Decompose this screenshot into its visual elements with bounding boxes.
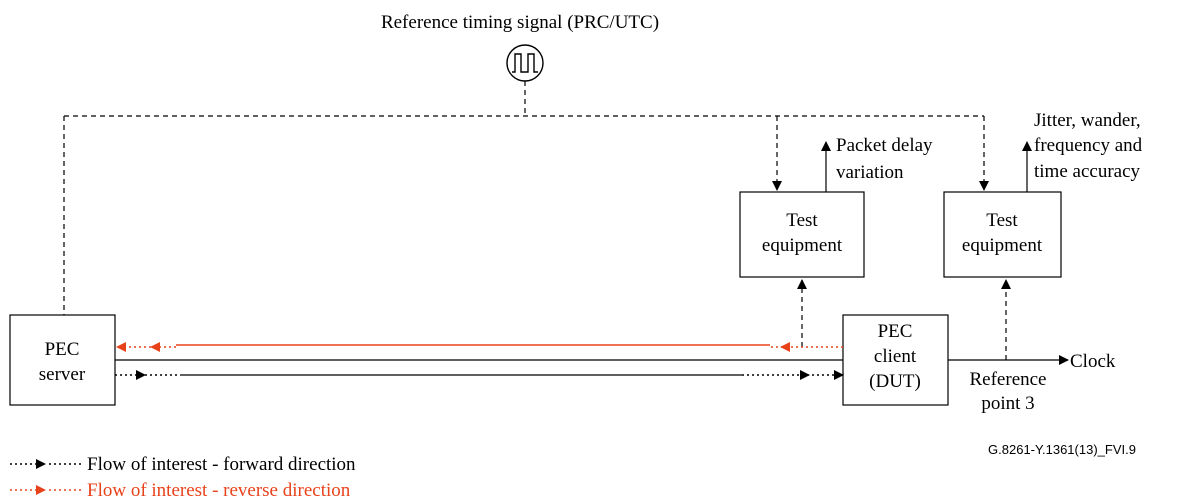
test-equipment-1-output-line2: variation bbox=[836, 162, 904, 183]
legend-forward-label: Flow of interest - forward direction bbox=[87, 454, 356, 475]
test-equipment-2-box: Test equipment bbox=[943, 191, 1062, 278]
test-equipment-1-output-line1: Packet delay bbox=[836, 135, 933, 156]
reference-point-line2: point 3 bbox=[981, 393, 1034, 414]
forward-flow-arrowhead-left bbox=[136, 370, 146, 380]
test-equipment-1-label-line2: equipment bbox=[762, 235, 843, 256]
test-equipment-2-label-line1: Test bbox=[986, 210, 1018, 231]
reverse-flow-arrowhead bbox=[780, 342, 790, 352]
test-equipment-2-label-line2: equipment bbox=[962, 235, 1043, 256]
test-equipment-2-output-line3: time accuracy bbox=[1034, 161, 1141, 182]
pec-client-label-line3: (DUT) bbox=[869, 371, 921, 392]
legend-reverse-label: Flow of interest - reverse direction bbox=[87, 480, 351, 501]
square-wave-icon bbox=[506, 44, 544, 82]
reference-signal-label: Reference timing signal (PRC/UTC) bbox=[381, 12, 659, 33]
pec-client-box: PEC client (DUT) bbox=[842, 314, 949, 406]
test-equipment-1-label-line1: Test bbox=[786, 210, 818, 231]
test-equipment-1-box: Test equipment bbox=[739, 191, 865, 278]
reference-distribution-lines bbox=[63, 81, 989, 315]
test-equipment-2-output-line1: Jitter, wander, bbox=[1034, 110, 1141, 131]
pec-server-label-line1: PEC bbox=[45, 339, 80, 360]
clock-label: Clock bbox=[1070, 351, 1116, 372]
pec-server-box: PEC server bbox=[9, 314, 116, 406]
pec-server-label-line2: server bbox=[39, 364, 86, 385]
reverse-flow-line bbox=[116, 342, 843, 352]
pec-client-label-line2: client bbox=[874, 346, 917, 367]
legend-forward: Flow of interest - forward direction bbox=[10, 454, 356, 475]
test-equipment-2-output-line2: frequency and bbox=[1034, 135, 1143, 156]
legend-reverse: Flow of interest - reverse direction bbox=[10, 480, 351, 501]
figure-id: G.8261-Y.1361(13)_FVI.9 bbox=[988, 442, 1136, 457]
reference-point-line1: Reference bbox=[970, 369, 1047, 390]
pec-client-label-line1: PEC bbox=[878, 321, 913, 342]
reverse-flow-arrowhead-left bbox=[150, 342, 160, 352]
forward-flow-arrowhead bbox=[800, 370, 810, 380]
